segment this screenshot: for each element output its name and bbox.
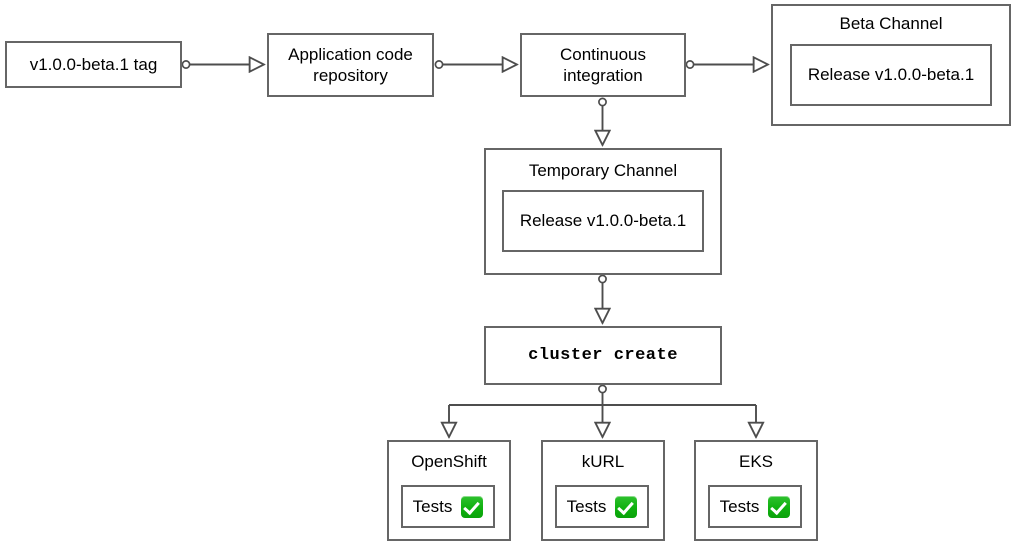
edge-source-dot: [434, 60, 444, 69]
node-platform-eks-title: EKS: [738, 452, 774, 471]
green-check-icon: [768, 495, 791, 518]
node-beta-channel-release[interactable]: Release v1.0.0-beta.1: [790, 44, 992, 106]
node-temporary-channel-release[interactable]: Release v1.0.0-beta.1: [502, 190, 704, 252]
node-application-code-repository[interactable]: Application code repository: [267, 33, 434, 97]
node-platform-kurl-tests[interactable]: Tests: [555, 485, 649, 528]
node-continuous-integration-label: Continuous integration: [559, 45, 646, 85]
node-platform-eks-tests-label: Tests: [719, 496, 760, 516]
node-platform-openshift-title: OpenShift: [411, 452, 487, 471]
node-platform-kurl[interactable]: kURL Tests: [541, 440, 665, 541]
node-platform-eks-tests[interactable]: Tests: [708, 485, 802, 528]
node-platform-kurl-tests-label: Tests: [566, 496, 607, 516]
green-check-icon: [615, 495, 638, 518]
node-beta-channel-release-label: Release v1.0.0-beta.1: [807, 65, 975, 84]
node-platform-kurl-title: kURL: [581, 452, 625, 471]
node-cluster-create[interactable]: cluster create: [484, 326, 722, 385]
edge-source-dot: [598, 97, 607, 107]
node-continuous-integration[interactable]: Continuous integration: [520, 33, 686, 97]
green-check-icon: [461, 495, 484, 518]
node-temporary-channel-release-label: Release v1.0.0-beta.1: [519, 211, 687, 230]
node-cluster-create-label: cluster create: [528, 346, 678, 365]
node-application-code-repository-label: Application code repository: [288, 45, 413, 85]
edge-source-dot: [598, 384, 607, 394]
node-version-tag[interactable]: v1.0.0-beta.1 tag: [5, 41, 182, 88]
edge-source-dot: [685, 60, 695, 69]
node-version-tag-label: v1.0.0-beta.1 tag: [29, 55, 158, 74]
node-temporary-channel[interactable]: Temporary Channel Release v1.0.0-beta.1: [484, 148, 722, 275]
node-beta-channel-title: Beta Channel: [839, 14, 943, 33]
node-platform-openshift-tests[interactable]: Tests: [401, 485, 495, 528]
node-temporary-channel-title: Temporary Channel: [528, 161, 678, 180]
edge-source-dot: [598, 274, 607, 284]
node-platform-openshift[interactable]: OpenShift Tests: [387, 440, 511, 541]
node-platform-openshift-tests-label: Tests: [412, 496, 453, 516]
node-platform-eks[interactable]: EKS Tests: [694, 440, 818, 541]
edge-source-dot: [181, 60, 191, 69]
node-beta-channel[interactable]: Beta Channel Release v1.0.0-beta.1: [771, 4, 1011, 126]
